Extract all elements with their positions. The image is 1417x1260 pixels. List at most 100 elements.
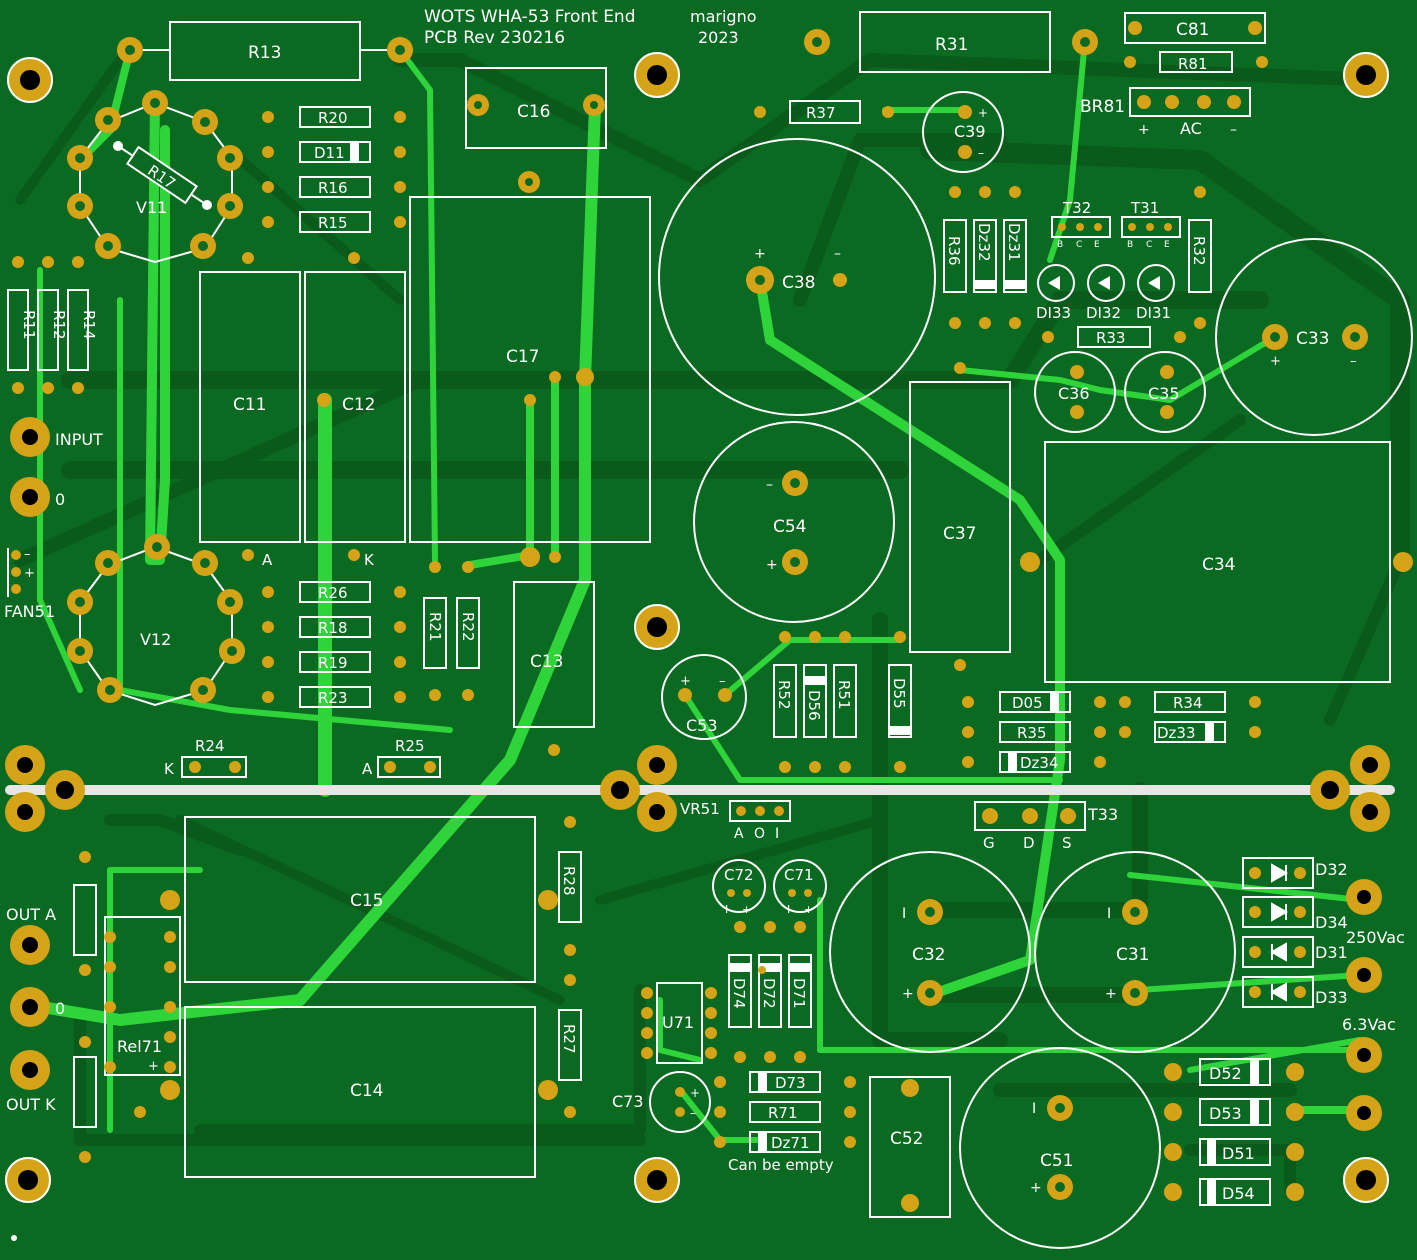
c71-plus-label: +: [804, 903, 813, 916]
c51-label: C51: [1040, 1151, 1074, 1171]
resistor-r15: R15: [262, 211, 406, 233]
diode-di32: DI32: [1086, 264, 1125, 322]
capacitor-c33: C33 + –: [1215, 238, 1413, 436]
r32-label: R32: [1190, 236, 1208, 266]
c33-label: C33: [1296, 329, 1330, 349]
zener-dz71: Dz71 Can be empty: [714, 1131, 856, 1174]
bridge-rectifier-br81[interactable]: BR81 + AC –: [1080, 87, 1251, 138]
c38-minus-label: –: [834, 246, 841, 262]
resistor-r36: R36: [943, 186, 967, 329]
output-connector[interactable]: OUT A 0 OUT K: [6, 905, 65, 1114]
c73-plus-label: +: [690, 1086, 700, 1100]
di33-label: DI33: [1036, 304, 1071, 322]
board-revision: PCB Rev 230216: [424, 28, 565, 48]
u71-label: U71: [662, 1013, 694, 1032]
r15-label: R15: [318, 214, 348, 232]
resistor-r51: R51: [833, 631, 857, 773]
c52-label: C52: [890, 1129, 924, 1149]
d74-label: D74: [730, 978, 748, 1009]
t31-base-label: B: [1127, 240, 1133, 250]
resistor-r19: R19: [262, 651, 406, 673]
c72-minus-label: I: [725, 903, 728, 916]
capacitor-c14: C14: [160, 1006, 558, 1178]
diode-d11: D11: [262, 141, 406, 163]
diode-d52: D52: [1164, 1058, 1304, 1086]
diode-d56: D56: [803, 631, 827, 773]
c36-label: C36: [1058, 384, 1090, 403]
resistor-r26: R26: [262, 581, 406, 603]
diode-d74: D74: [728, 921, 752, 1063]
t31-label: T31: [1130, 199, 1159, 217]
t33-source-label: S: [1062, 834, 1072, 852]
d33-label: D33: [1315, 988, 1348, 1007]
capacitor-c17: C17: [409, 171, 651, 567]
resistor-r21: R21: [423, 561, 447, 701]
c15-label: C15: [350, 891, 384, 911]
r37-label: R37: [806, 104, 836, 122]
diode-d54: D54: [1164, 1178, 1304, 1206]
capacitor-c71: C71 I +: [773, 859, 827, 916]
heater-ac-label: 6.3Vac: [1342, 1015, 1396, 1034]
r20-label: R20: [318, 109, 348, 127]
dz33-label: Dz33: [1157, 724, 1196, 742]
trimmer-vr51[interactable]: VR51 A O I: [680, 800, 791, 842]
input-connector[interactable]: INPUT 0: [10, 417, 103, 517]
c71-minus-label: I: [787, 903, 790, 916]
resistor-r37: R37: [754, 100, 894, 124]
hv-ac-label: 250Vac: [1346, 928, 1405, 947]
c53-label: C53: [686, 716, 718, 735]
t32-collector-label: C: [1076, 240, 1082, 250]
diode-d05: D05: [962, 691, 1106, 713]
d73-label: D73: [775, 1074, 806, 1092]
d56-label: D56: [805, 690, 823, 721]
bottom-layer-traces: [13, 53, 1410, 1196]
resistor-r22: R22: [456, 561, 480, 701]
out-k-label: OUT K: [6, 1095, 56, 1114]
rel71-label: Rel71: [117, 1037, 162, 1056]
resistor-r14: R14: [67, 256, 98, 394]
c51-plus-label: +: [1030, 1180, 1042, 1196]
c32-label: C32: [912, 945, 946, 965]
c73-label: C73: [612, 1092, 644, 1111]
vr51-label: VR51: [680, 800, 720, 818]
board-header: WOTS WHA-53 Front End PCB Rev 230216 mar…: [424, 7, 757, 48]
d71-label: D71: [790, 978, 808, 1009]
dz71-note: Can be empty: [728, 1156, 834, 1174]
c35-label: C35: [1148, 384, 1180, 403]
resistor-r31: R31: [804, 11, 1098, 73]
transistor-t31: T31 B C E: [1121, 199, 1181, 250]
hv-ac-connector[interactable]: 250Vac: [1346, 879, 1405, 993]
t31-emitter-label: E: [1164, 240, 1170, 250]
c13-label: C13: [530, 652, 564, 672]
diode-d32: D32: [1242, 857, 1348, 889]
c54-minus-label: –: [766, 477, 773, 493]
transistor-t33: T33 G D S: [974, 801, 1118, 852]
fan-connector[interactable]: – + FAN51: [4, 547, 55, 621]
dz31-label: Dz31: [1005, 223, 1023, 262]
d54-label: D54: [1222, 1184, 1255, 1203]
resistor-r12: R12: [37, 256, 68, 394]
r22-label: R22: [459, 612, 477, 642]
c34-label: C34: [1202, 555, 1236, 575]
resistor-r27: R27: [558, 974, 582, 1118]
v12-label: V12: [140, 630, 171, 649]
zener-dz32: Dz32: [973, 186, 997, 329]
r16-label: R16: [318, 179, 348, 197]
capacitor-c73: C73 + –: [612, 1071, 711, 1133]
di31-label: DI31: [1136, 304, 1171, 322]
di32-label: DI32: [1086, 304, 1121, 322]
rel71-plus-label: +: [148, 1059, 159, 1074]
r24-cathode-label: K: [164, 760, 175, 778]
d31-label: D31: [1315, 943, 1348, 962]
capacitor-c38: C38 + –: [658, 138, 936, 416]
pin1-marker: [11, 1235, 17, 1241]
capacitor-c54: C54 – +: [693, 421, 895, 623]
c33-minus-label: –: [1350, 354, 1357, 369]
heater-ac-connector[interactable]: 6.3Vac: [1342, 1015, 1396, 1131]
resistor-r28: R28: [558, 816, 582, 956]
dz34-label: Dz34: [1020, 754, 1059, 772]
ic-u71: U71: [641, 982, 717, 1064]
d55-label: D55: [890, 678, 908, 709]
r18-label: R18: [318, 619, 348, 637]
